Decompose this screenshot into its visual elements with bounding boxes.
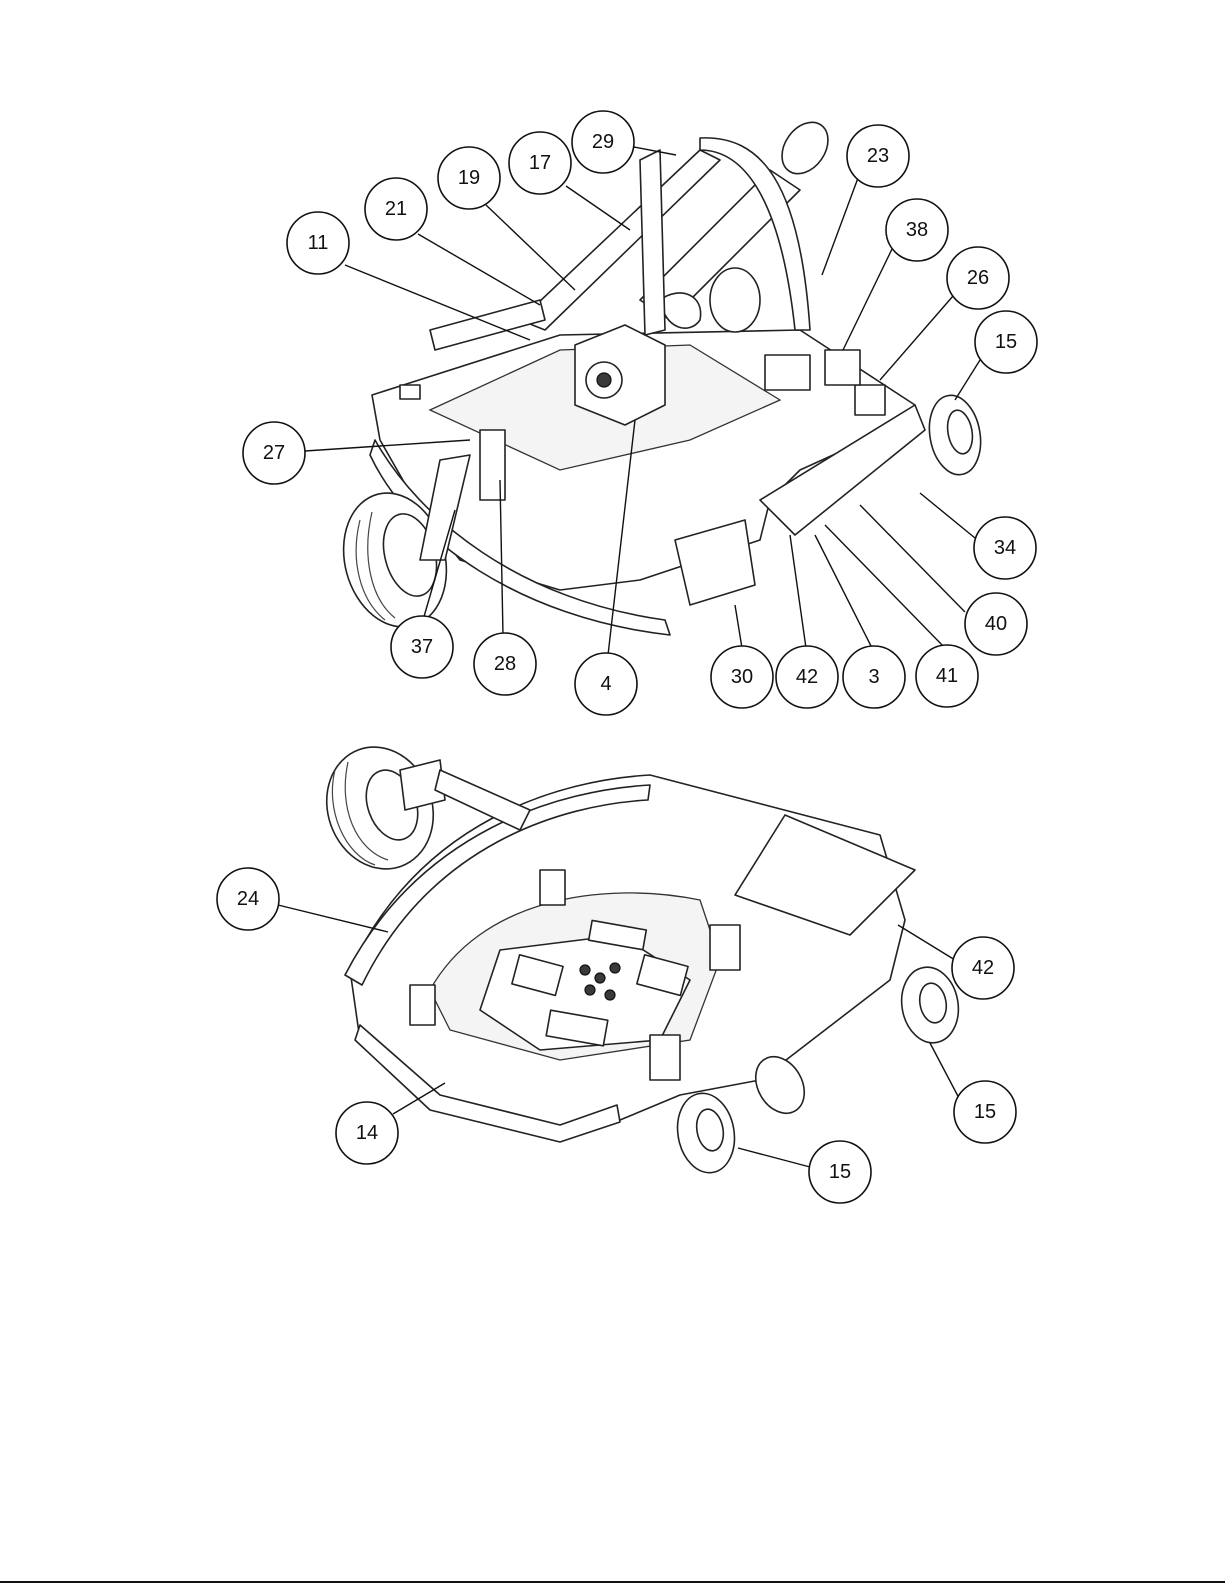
callout-41: 41	[916, 645, 978, 707]
callout-15-bottom: 15	[809, 1141, 871, 1203]
callout-30-label: 30	[731, 666, 753, 688]
callout-15-top: 15	[975, 311, 1037, 373]
callout-27: 27	[243, 422, 305, 484]
bottom-mower-illustration	[310, 732, 964, 1177]
callout-26-label: 26	[967, 267, 989, 289]
callout-15-right-label: 15	[974, 1101, 996, 1123]
callout-4: 4	[575, 653, 637, 715]
callout-11: 11	[287, 212, 349, 274]
callout-21-label: 21	[385, 198, 407, 220]
callout-42-bottom-label: 42	[972, 957, 994, 979]
callout-19: 19	[438, 147, 500, 209]
callout-34-label: 34	[994, 537, 1016, 559]
callout-24-label: 24	[237, 888, 259, 910]
callout-42-top: 42	[776, 646, 838, 708]
callout-15-right: 15	[954, 1081, 1016, 1143]
callout-37-label: 37	[411, 636, 433, 658]
callout-24: 24	[217, 868, 279, 930]
callout-42-top-label: 42	[796, 666, 818, 688]
callout-30: 30	[711, 646, 773, 708]
callout-21: 21	[365, 178, 427, 240]
callout-19-label: 19	[458, 167, 480, 189]
callout-4-label: 4	[600, 673, 611, 695]
callout-38-label: 38	[906, 219, 928, 241]
callout-28: 28	[474, 633, 536, 695]
callout-3: 3	[843, 646, 905, 708]
callout-28-label: 28	[494, 653, 516, 675]
callout-14: 14	[336, 1102, 398, 1164]
callout-40-label: 40	[985, 613, 1007, 635]
callout-27-label: 27	[263, 442, 285, 464]
callout-17-label: 17	[529, 152, 551, 174]
callout-34: 34	[974, 517, 1036, 579]
callout-38: 38	[886, 199, 948, 261]
callout-23: 23	[847, 125, 909, 187]
callout-29: 29	[572, 111, 634, 173]
callout-29-label: 29	[592, 131, 614, 153]
callout-17: 17	[509, 132, 571, 194]
top-mower-illustration	[329, 114, 986, 639]
callout-15-bottom-label: 15	[829, 1161, 851, 1183]
callout-14-label: 14	[356, 1122, 378, 1144]
callout-42-bottom: 42	[952, 937, 1014, 999]
callout-11-label: 11	[308, 232, 329, 254]
callout-41-label: 41	[936, 665, 958, 687]
callout-40: 40	[965, 593, 1027, 655]
callout-26: 26	[947, 247, 1009, 309]
callout-3-label: 3	[868, 666, 879, 688]
callout-23-label: 23	[867, 145, 889, 167]
callout-37: 37	[391, 616, 453, 678]
page-bottom-rule	[0, 1581, 1225, 1583]
callout-15-top-label: 15	[995, 331, 1017, 353]
